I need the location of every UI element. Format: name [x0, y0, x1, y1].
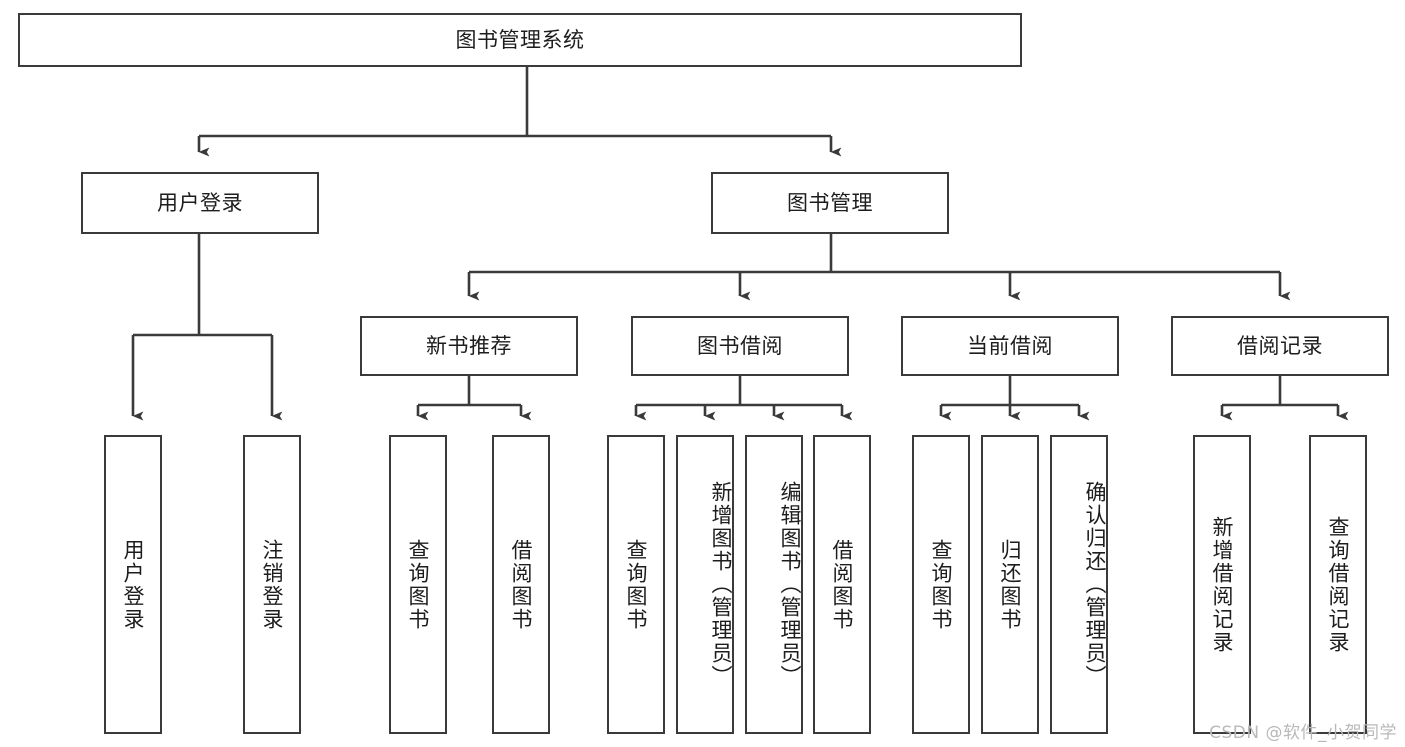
- leaf-confirm-return-label: 确认归还（管理员）: [1083, 481, 1107, 688]
- node-new-book-recommend-label: 新书推荐: [426, 333, 512, 358]
- leaf-add-record-label: 新增借阅记录: [1210, 515, 1235, 654]
- leaf-add-book-label: 新增图书（管理员）: [709, 481, 733, 688]
- leaf-logout-login[interactable]: 注销登录: [243, 435, 301, 734]
- leaf-confirm-return[interactable]: 确认归还（管理员）: [1050, 435, 1108, 734]
- leaf-query-record-label: 查询借阅记录: [1326, 515, 1351, 654]
- leaf-query-book-2[interactable]: 查询图书: [607, 435, 665, 734]
- leaf-borrow-book-1-label: 借阅图书: [509, 538, 534, 631]
- node-current-borrow-label: 当前借阅: [967, 333, 1053, 358]
- node-book-manage-label: 图书管理: [787, 190, 873, 215]
- leaf-add-book[interactable]: 新增图书（管理员）: [676, 435, 734, 734]
- node-book-borrow[interactable]: 图书借阅: [631, 316, 849, 376]
- leaf-logout-login-label: 注销登录: [260, 538, 285, 631]
- leaf-borrow-book-2-label: 借阅图书: [830, 538, 855, 631]
- leaf-return-book[interactable]: 归还图书: [981, 435, 1039, 734]
- leaf-query-book-3[interactable]: 查询图书: [912, 435, 970, 734]
- node-new-book-recommend[interactable]: 新书推荐: [360, 316, 578, 376]
- node-user-login[interactable]: 用户登录: [81, 172, 319, 234]
- leaf-query-book-2-label: 查询图书: [624, 538, 649, 631]
- leaf-edit-book[interactable]: 编辑图书（管理员）: [745, 435, 803, 734]
- leaf-return-book-label: 归还图书: [998, 538, 1023, 631]
- node-book-manage[interactable]: 图书管理: [711, 172, 949, 234]
- node-user-login-label: 用户登录: [157, 190, 243, 215]
- node-root-system[interactable]: 图书管理系统: [18, 13, 1022, 67]
- node-book-borrow-label: 图书借阅: [697, 333, 783, 358]
- leaf-user-login[interactable]: 用户登录: [104, 435, 162, 734]
- leaf-borrow-book-1[interactable]: 借阅图书: [492, 435, 550, 734]
- node-current-borrow[interactable]: 当前借阅: [901, 316, 1119, 376]
- leaf-query-record[interactable]: 查询借阅记录: [1309, 435, 1367, 734]
- leaf-add-record[interactable]: 新增借阅记录: [1193, 435, 1251, 734]
- csdn-watermark: CSDN @软件_小贺同学: [1209, 723, 1397, 743]
- leaf-edit-book-label: 编辑图书（管理员）: [778, 481, 802, 688]
- node-borrow-record-label: 借阅记录: [1237, 333, 1323, 358]
- leaf-query-book-3-label: 查询图书: [929, 538, 954, 631]
- node-root-system-label: 图书管理系统: [455, 27, 585, 52]
- leaf-borrow-book-2[interactable]: 借阅图书: [813, 435, 871, 734]
- leaf-query-book-1-label: 查询图书: [406, 538, 431, 631]
- leaf-user-login-label: 用户登录: [121, 538, 146, 631]
- leaf-query-book-1[interactable]: 查询图书: [389, 435, 447, 734]
- node-borrow-record[interactable]: 借阅记录: [1171, 316, 1389, 376]
